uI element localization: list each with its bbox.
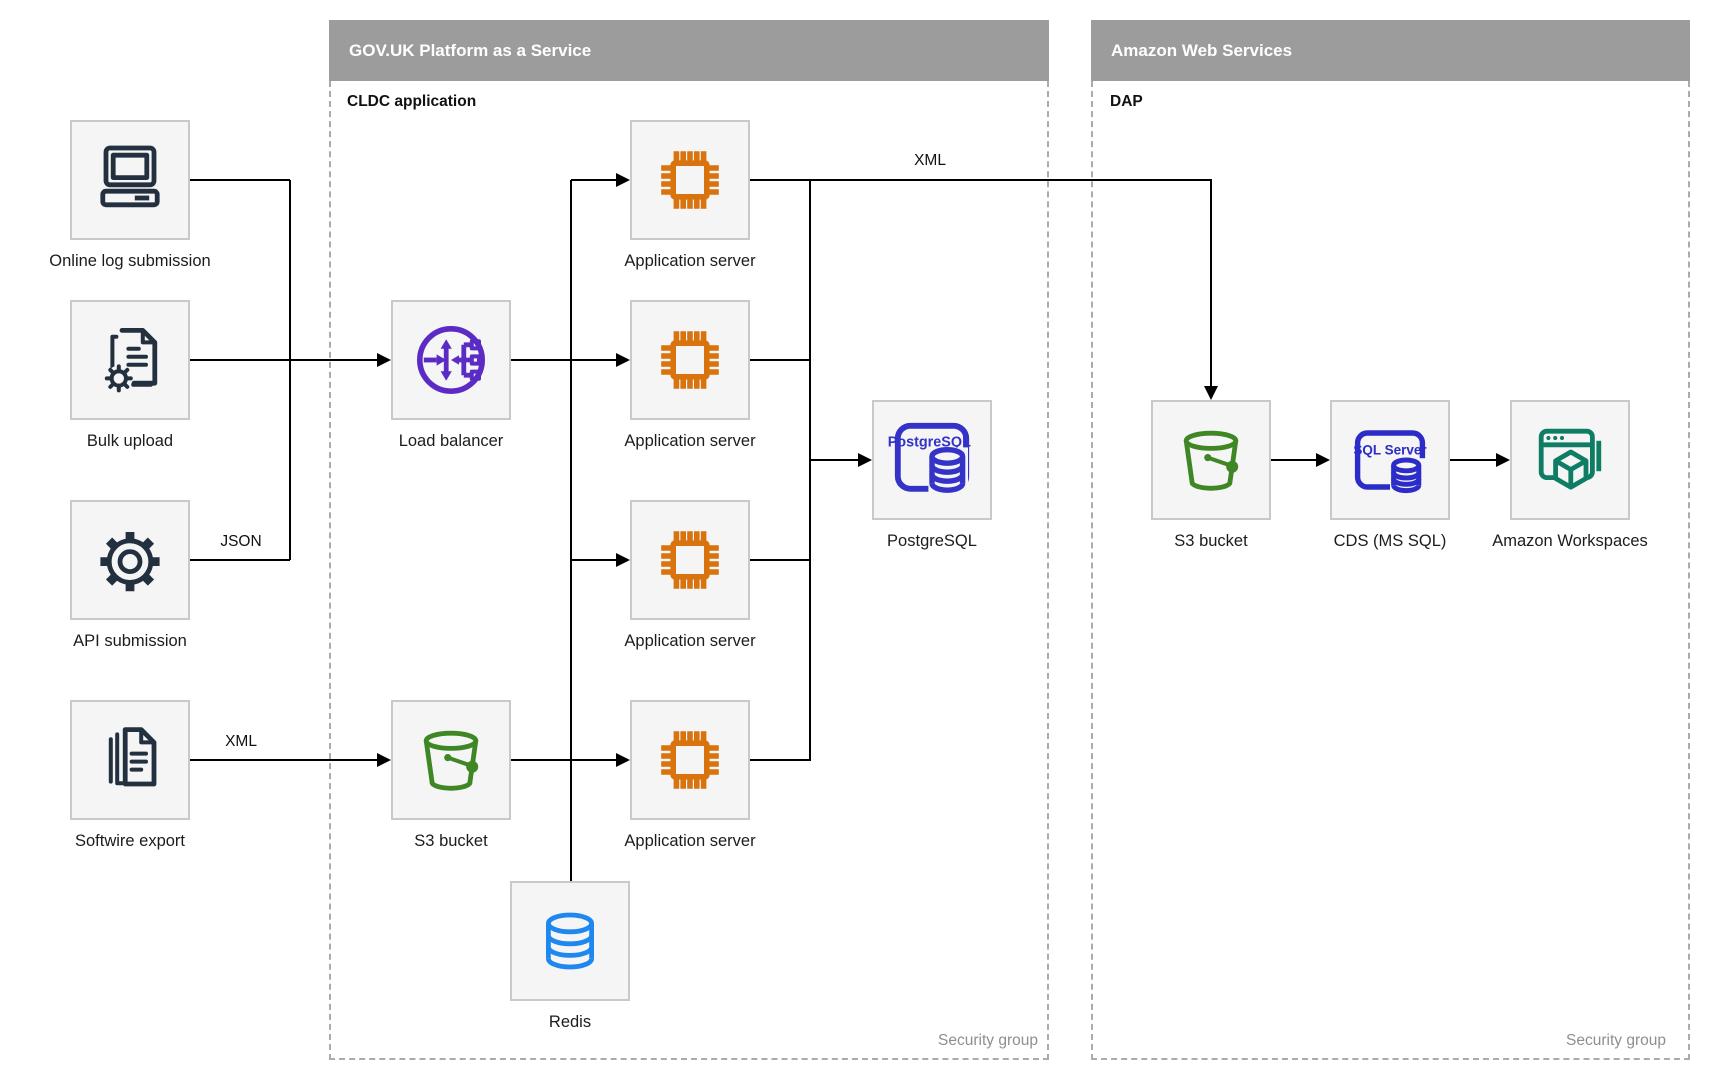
api-gear-icon <box>100 532 160 592</box>
edge-lb-to-app2 <box>511 359 617 361</box>
node-label-application-server-2: Application server <box>624 432 756 450</box>
edge-bulk-upload-to-lb <box>190 359 378 361</box>
node-application-server-4 <box>630 700 750 820</box>
sql-server-icon-text: SQL Server <box>1353 443 1427 458</box>
arrowhead-into-app1 <box>616 173 630 187</box>
edge-to-postgresql <box>810 459 859 461</box>
node-label-bulk-upload: Bulk upload <box>86 432 174 450</box>
node-label-postgresql: PostgreSQL <box>887 532 977 550</box>
edge-app-output-vertical <box>809 180 811 761</box>
node-label-s3-bucket-aws: S3 bucket <box>1174 532 1248 550</box>
edge-label-json: JSON <box>220 533 262 550</box>
aws-security-group-label: Security group <box>1566 1032 1666 1049</box>
edge-input-merge-vertical <box>289 180 291 560</box>
edge-xml-down-to-s3-aws <box>1210 180 1212 388</box>
node-label-load-balancer: Load balancer <box>398 432 504 450</box>
paas-container <box>329 81 1049 1060</box>
arrowhead-into-postgresql <box>858 453 872 467</box>
node-label-amazon-workspaces: Amazon Workspaces <box>1492 532 1648 550</box>
edge-online-log-out <box>190 179 290 181</box>
workspaces-icon <box>1538 428 1602 490</box>
cpu-chip-icon <box>661 731 719 789</box>
node-s3-bucket-paas <box>391 700 511 820</box>
edge-label-xml-export: XML <box>225 733 257 750</box>
cpu-chip-icon <box>661 151 719 209</box>
node-postgresql: PostgreSQL <box>872 400 992 520</box>
aws-container-title: Amazon Web Services <box>1111 40 1293 60</box>
bulk-upload-icon <box>104 328 158 393</box>
node-label-redis: Redis <box>548 1013 592 1031</box>
node-redis <box>510 881 630 1001</box>
edge-fanout-to-app3 <box>571 559 617 561</box>
edge-app3-out <box>750 559 811 561</box>
node-application-server-2 <box>630 300 750 420</box>
redis-database-icon <box>546 912 594 970</box>
paas-container-header: GOV.UK Platform as a Service <box>329 20 1049 81</box>
edge-api-submission-out <box>190 559 290 561</box>
edge-fanout-vertical-to-redis <box>570 180 572 881</box>
arrowhead-into-workspaces <box>1496 453 1510 467</box>
arrowhead-into-app2 <box>616 353 630 367</box>
node-label-application-server-3: Application server <box>624 632 756 650</box>
arrowhead-into-s3-paas <box>377 753 391 767</box>
arrowhead-into-cds <box>1316 453 1330 467</box>
node-load-balancer <box>391 300 511 420</box>
node-label-application-server-1: Application server <box>624 252 756 270</box>
aws-sublabel: DAP <box>1110 93 1143 110</box>
load-balancer-icon <box>417 326 485 394</box>
edge-cds-to-workspaces <box>1450 459 1497 461</box>
documents-stack-icon <box>108 727 157 787</box>
node-label-api-submission: API submission <box>73 632 187 650</box>
node-label-application-server-4: Application server <box>624 832 756 850</box>
node-application-server-3 <box>630 500 750 620</box>
paas-security-group-label: Security group <box>938 1032 1038 1049</box>
node-label-online-log-submission: Online log submission <box>49 252 211 270</box>
edge-app2-out <box>750 359 811 361</box>
node-softwire-export <box>70 700 190 820</box>
postgresql-icon: PostgreSQL <box>888 422 971 493</box>
edge-s3-to-app4 <box>511 759 617 761</box>
node-online-log-submission <box>70 120 190 240</box>
node-bulk-upload <box>70 300 190 420</box>
edge-label-xml-transfer: XML <box>914 152 946 169</box>
arrowhead-into-app4 <box>616 753 630 767</box>
node-amazon-workspaces <box>1510 400 1630 520</box>
edge-app1-xml-to-aws <box>750 179 1212 181</box>
aws-container-header: Amazon Web Services <box>1091 20 1690 81</box>
s3-bucket-icon <box>423 730 479 791</box>
node-label-softwire-export: Softwire export <box>74 832 186 850</box>
s3-bucket-icon <box>1183 430 1239 491</box>
edge-app4-out <box>750 759 811 761</box>
node-cds-ms-sql: SQL Server <box>1330 400 1450 520</box>
node-s3-bucket-aws <box>1151 400 1271 520</box>
arrowhead-into-app3 <box>616 553 630 567</box>
arrowhead-into-load-balancer <box>377 353 391 367</box>
postgresql-icon-text: PostgreSQL <box>888 435 971 451</box>
edge-softwire-to-s3 <box>190 759 378 761</box>
edge-s3aws-to-cds <box>1271 459 1317 461</box>
cpu-chip-icon <box>661 531 719 589</box>
paas-sublabel: CLDC application <box>347 93 477 110</box>
cpu-chip-icon <box>661 331 719 389</box>
edge-fanout-to-app1 <box>571 179 617 181</box>
node-label-s3-bucket-paas: S3 bucket <box>414 832 488 850</box>
aws-container <box>1091 81 1690 1060</box>
computer-icon <box>100 145 160 208</box>
sql-server-icon: SQL Server <box>1353 430 1427 494</box>
node-application-server-1 <box>630 120 750 240</box>
paas-container-title: GOV.UK Platform as a Service <box>349 40 592 60</box>
node-api-submission <box>70 500 190 620</box>
arrowhead-into-s3-aws <box>1204 386 1218 400</box>
node-label-cds-ms-sql: CDS (MS SQL) <box>1333 532 1447 550</box>
